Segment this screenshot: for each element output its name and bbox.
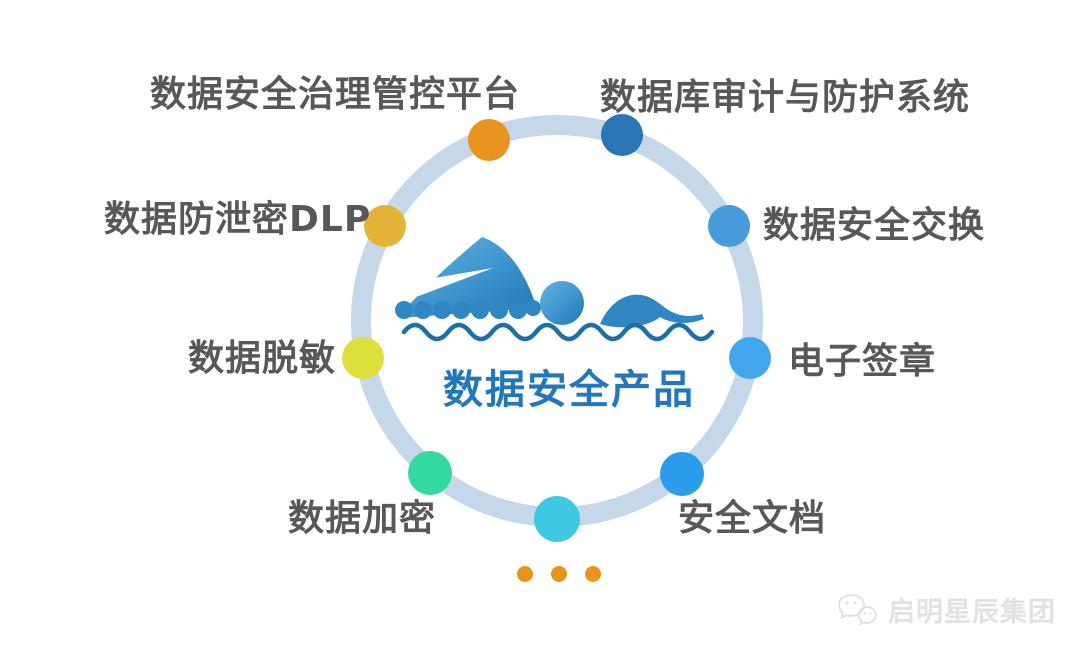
node-dot-e-seal xyxy=(729,337,771,379)
pager-dot-2 xyxy=(551,566,567,582)
label-e-seal: 电子签章 xyxy=(788,341,937,382)
wechat-eye-1 xyxy=(845,600,849,605)
label-data-encryption: 数据加密 xyxy=(288,498,437,539)
label-data-exchange: 数据安全交换 xyxy=(763,205,986,246)
pager-dots xyxy=(517,566,601,582)
node-dot-data-masking xyxy=(342,337,384,379)
node-dot-data-exchange xyxy=(708,205,750,247)
swimmer-arm-scallops xyxy=(395,294,704,328)
label-db-audit: 数据库审计与防护系统 xyxy=(600,77,971,118)
label-governance-platform: 数据安全治理管控平台 xyxy=(150,74,521,115)
pager-dot-3 xyxy=(585,566,601,582)
water-wave-line xyxy=(401,322,715,342)
node-dot-db-audit xyxy=(601,114,643,156)
wechat-big-bubble xyxy=(837,593,866,619)
node-dot-unlabeled-bottom xyxy=(534,496,580,542)
wechat-eye-2 xyxy=(853,600,857,605)
wechat-eye-3 xyxy=(863,611,866,615)
label-data-masking: 数据脱敏 xyxy=(188,338,337,379)
wechat-eye-4 xyxy=(869,611,872,615)
watermark: 启明星辰集团 xyxy=(836,590,1056,629)
node-dot-secure-document xyxy=(660,452,704,496)
swimmer-back-arm xyxy=(600,294,704,328)
wechat-small-bubble xyxy=(857,605,878,626)
watermark-text: 启明星辰集团 xyxy=(888,597,1056,628)
swimmer-head xyxy=(540,281,584,325)
swimmer-arm-slit xyxy=(416,268,493,297)
pager-dot-1 xyxy=(517,566,533,582)
label-secure-document: 安全文档 xyxy=(678,498,827,539)
diagram-title: 数据安全产品 xyxy=(443,367,695,413)
wechat-icon xyxy=(837,593,878,626)
node-dot-governance-platform xyxy=(468,119,510,161)
swimmer-icon xyxy=(395,237,715,342)
node-dot-dlp xyxy=(364,205,406,247)
node-dot-data-encryption xyxy=(408,451,452,495)
label-dlp: 数据防泄密DLP xyxy=(104,199,372,240)
